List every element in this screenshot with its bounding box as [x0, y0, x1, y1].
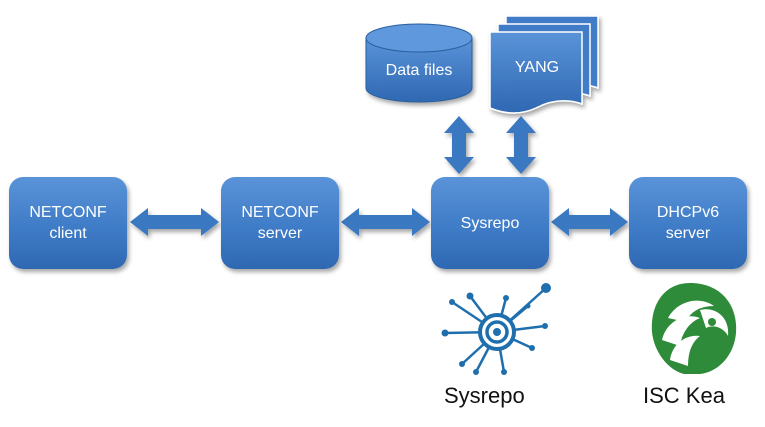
dhcpv6-server-label-line2: server: [665, 225, 711, 242]
arrow-datafiles-sysrepo: [444, 116, 474, 174]
sysrepo-logo-caption: Sysrepo: [444, 383, 525, 408]
arrow-client-server: [130, 208, 219, 236]
data-files-cylinder: [365, 23, 473, 103]
netconf-client-label-line2: client: [49, 225, 87, 242]
netconf-server-label-line1: NETCONF: [241, 204, 319, 221]
data-files-label: Data files: [385, 62, 453, 79]
netconf-server-label-line2: server: [257, 225, 303, 242]
sysrepo-node: Sysrepo: [431, 177, 549, 269]
sysrepo-logo: [441, 283, 551, 375]
dhcpv6-server-node: DHCPv6 server: [629, 177, 747, 269]
kea-logo: [651, 283, 737, 374]
netconf-server-node: NETCONF server: [221, 177, 339, 269]
arrow-sysrepo-dhcp: [551, 208, 628, 236]
dhcpv6-server-label-line1: DHCPv6: [656, 204, 720, 221]
netconf-client-node: NETCONF client: [9, 177, 127, 269]
kea-logo-caption: ISC Kea: [643, 383, 725, 408]
yang-documents: [489, 15, 599, 114]
arrow-server-sysrepo: [341, 208, 430, 236]
arrow-yang-sysrepo: [506, 116, 536, 174]
yang-label: YANG: [514, 59, 560, 76]
netconf-client-label-line1: NETCONF: [29, 204, 107, 221]
sysrepo-node-label: Sysrepo: [460, 214, 520, 232]
